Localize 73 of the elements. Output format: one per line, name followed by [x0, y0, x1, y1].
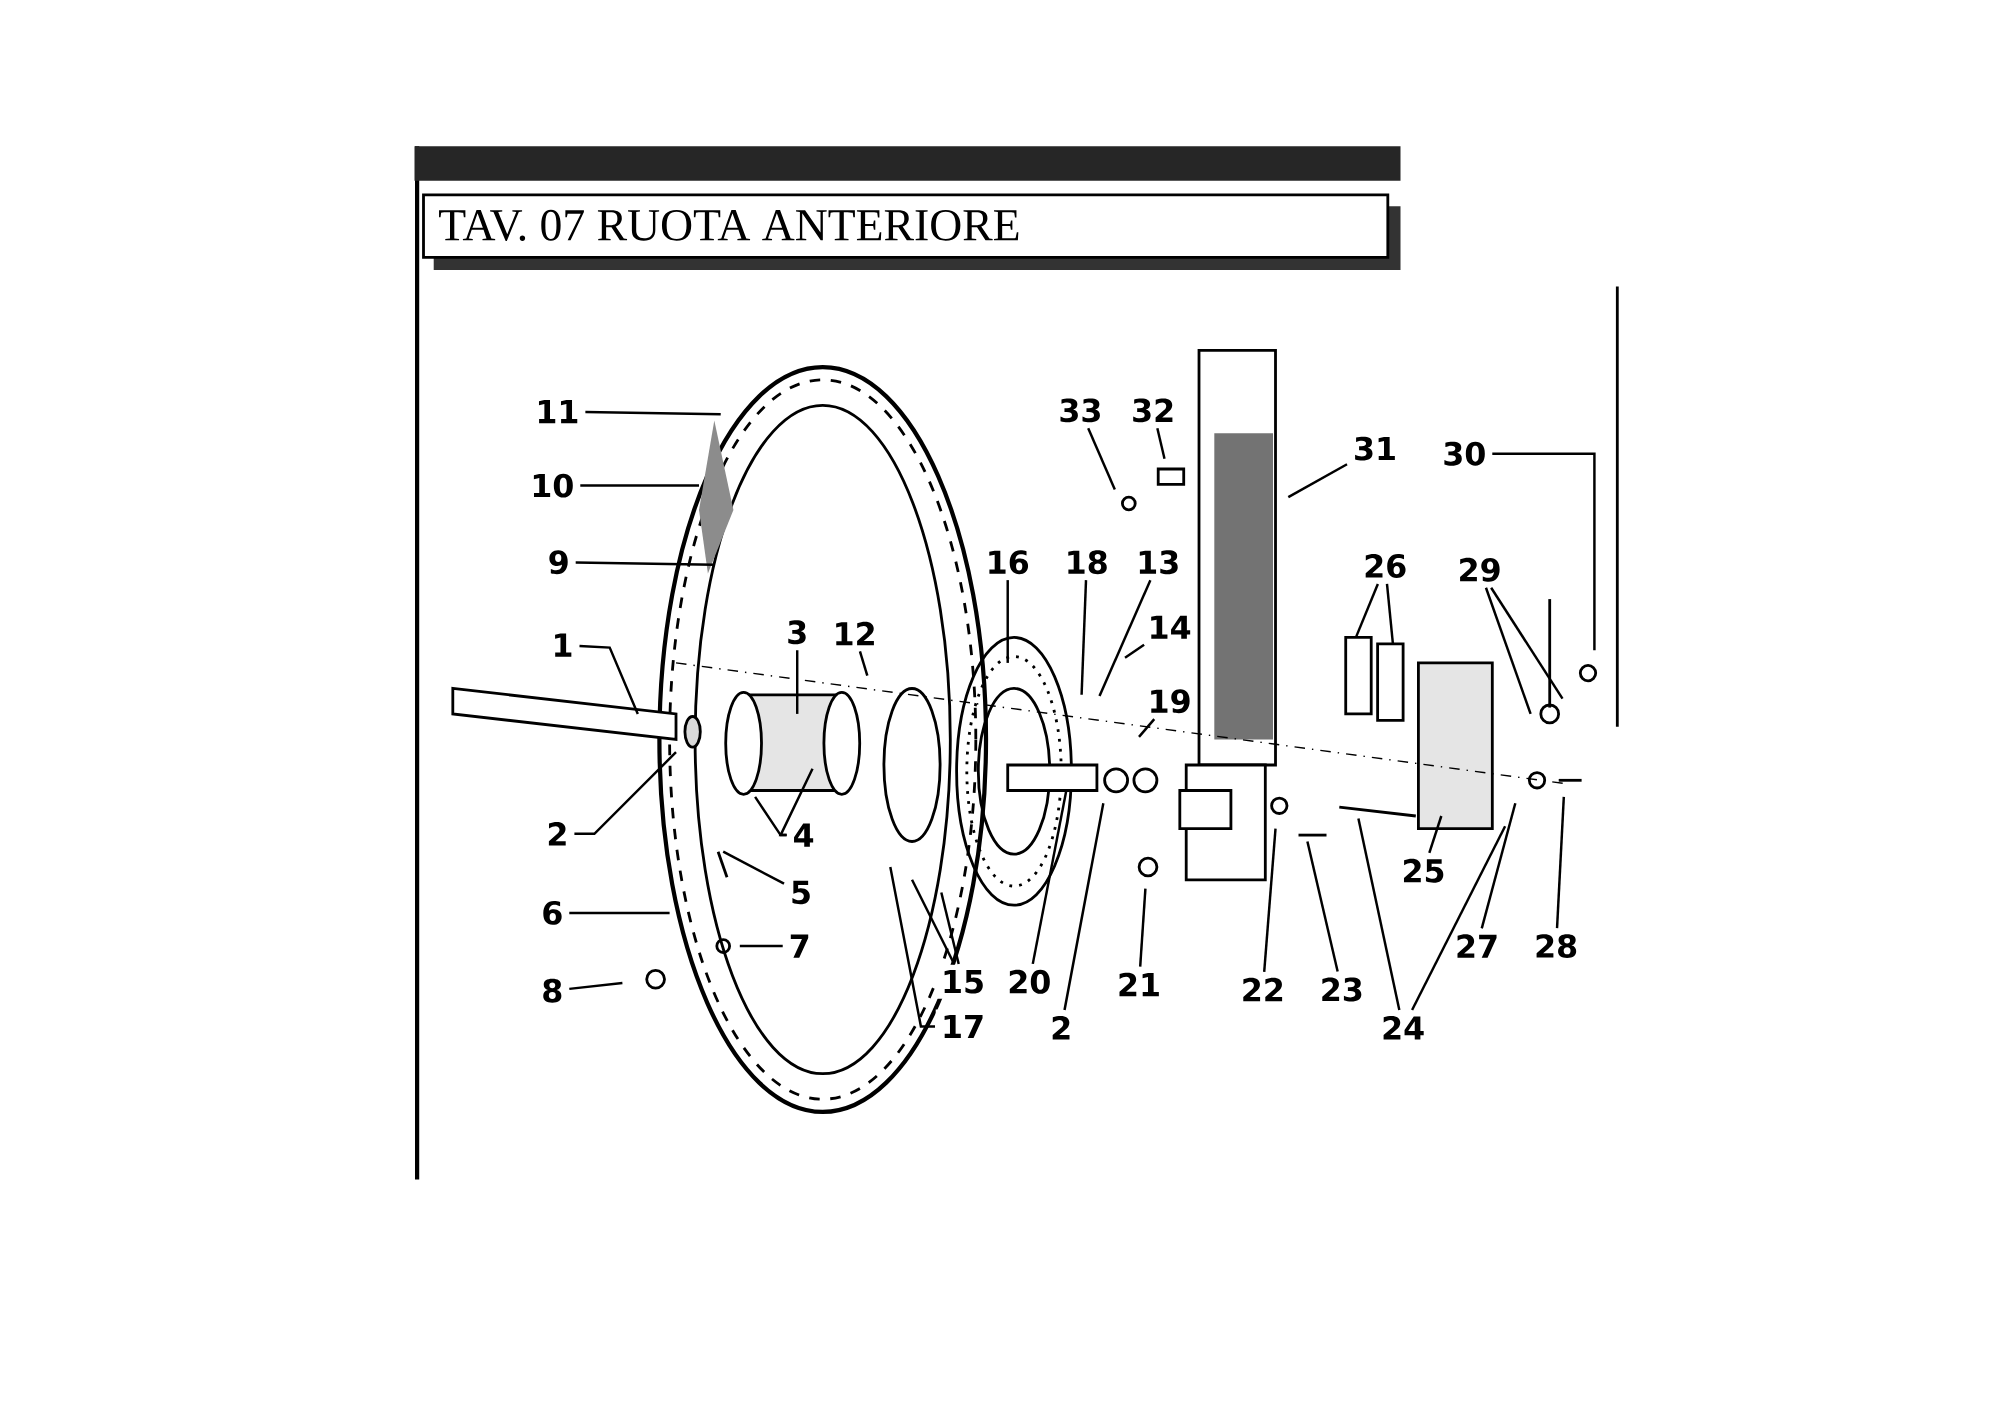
callout-number: 24 [1375, 1010, 1431, 1045]
leader-line [1006, 580, 1009, 663]
leader-line [569, 981, 623, 990]
leader-line [1156, 427, 1166, 459]
leader-line [1385, 583, 1395, 644]
callout-number: 4 [787, 818, 820, 852]
callout-number: 32 [1125, 393, 1181, 428]
leader-line [1031, 790, 1068, 964]
callout-number: 9 [542, 544, 575, 580]
leader-line [1124, 643, 1145, 659]
callout-number: 19 [1142, 683, 1197, 719]
callout-number: 1 [546, 628, 579, 662]
leader-line [858, 650, 869, 676]
leader-line [910, 879, 956, 965]
callout-number: 31 [1347, 431, 1403, 466]
callout-number: 13 [1130, 544, 1186, 580]
callout-number: 2 [541, 816, 574, 851]
leader-line [1411, 825, 1507, 1011]
callout-number: 14 [1142, 610, 1197, 644]
callout-number: 11 [530, 394, 585, 429]
leader-line [1287, 463, 1348, 499]
leader-line [1357, 818, 1401, 1011]
leader-line [1080, 580, 1088, 695]
callout-number: 27 [1449, 929, 1505, 963]
callout-number: 12 [827, 616, 882, 651]
callout-number: 30 [1437, 436, 1492, 471]
leader-line [1087, 427, 1116, 490]
leader-line [579, 644, 639, 715]
leader-line [1480, 802, 1517, 929]
callout-number: 3 [780, 614, 814, 650]
callout-number: 10 [525, 468, 580, 503]
leader-line [1428, 815, 1443, 854]
callout-number: 17 [935, 1009, 991, 1044]
callout-number: 8 [536, 973, 569, 1008]
leader-line [1354, 583, 1379, 638]
callout-number: 7 [783, 929, 816, 963]
callout-number: 16 [980, 544, 1035, 580]
leader-line [1138, 718, 1156, 738]
leader-line [580, 484, 699, 487]
callout-number: 20 [1002, 964, 1057, 999]
leader-line [1138, 888, 1147, 967]
leader-line [1098, 579, 1152, 697]
callout-number: 23 [1314, 972, 1370, 1007]
leader-line [574, 751, 677, 835]
callout-number: 22 [1235, 972, 1291, 1007]
callout-number: 15 [935, 964, 991, 999]
leader-line [1263, 828, 1277, 972]
leader-line [575, 561, 715, 566]
leader-line [739, 944, 783, 948]
leader-line [796, 650, 799, 714]
leader-line [1555, 796, 1566, 929]
callout-number: 29 [1452, 552, 1507, 587]
leader-line [569, 911, 670, 915]
leader-line [722, 850, 785, 885]
leader-line [1484, 587, 1532, 715]
leader-line [1492, 452, 1596, 651]
callout-number: 18 [1059, 544, 1114, 580]
leader-line [1306, 841, 1339, 972]
callout-number: 33 [1053, 393, 1108, 428]
leader-line [585, 410, 721, 416]
leader-line [1490, 587, 1564, 700]
leader-line [889, 866, 936, 1028]
leader-line [778, 768, 814, 837]
callout-number: 26 [1357, 548, 1413, 584]
leader-line [1063, 802, 1105, 1011]
callout-number: 5 [784, 875, 818, 910]
callout-number: 28 [1528, 928, 1584, 964]
leader-line [940, 892, 960, 965]
callout-number: 2 [1044, 1010, 1078, 1045]
callout-number: 21 [1111, 967, 1167, 1002]
title: TAV. 07 RUOTA ANTERIORE [439, 209, 1019, 241]
callout-number: 6 [536, 895, 569, 931]
callout-number: 25 [1396, 853, 1451, 888]
